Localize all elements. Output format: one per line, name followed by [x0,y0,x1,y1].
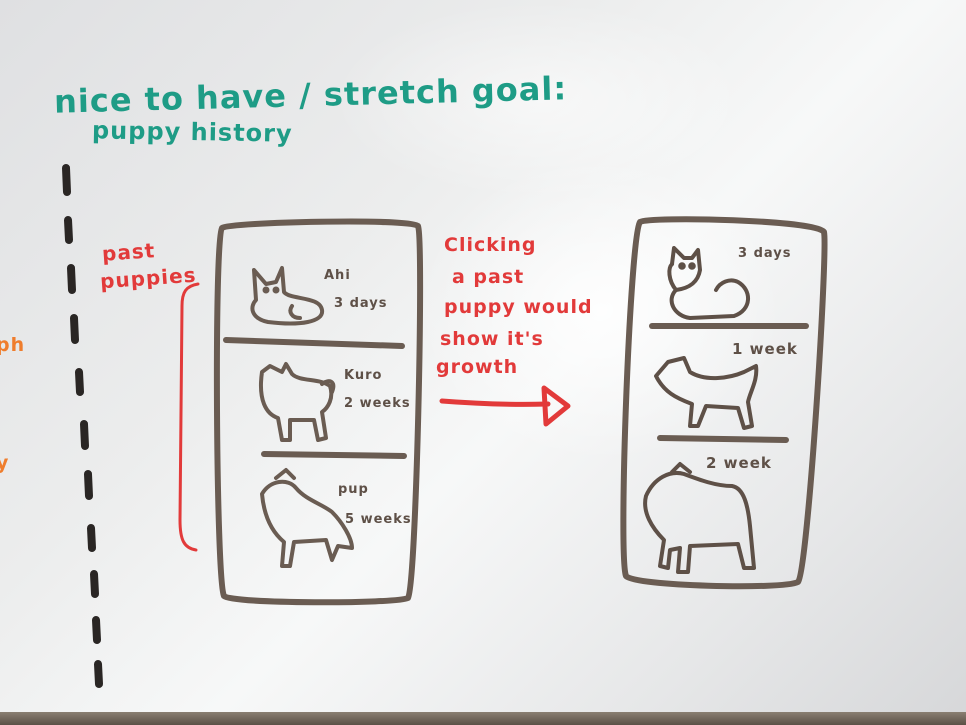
page-subtitle: puppy history [91,116,293,148]
note-line: show it's [440,328,544,350]
dog-doodle-icon [654,356,759,430]
edge-text: y [0,452,10,474]
cat-doodle-icon [250,266,325,326]
puppy-name: Kuro [344,368,383,383]
note-line: growth [436,356,519,378]
growth-age: 2 week [706,454,772,472]
puppy-name: pup [338,482,369,497]
dog-doodle-icon [260,468,354,568]
left-panel-frame [213,218,424,606]
note-line: a past [452,266,525,288]
puppy-name: Ahi [324,268,351,283]
puppy-age: 2 weeks [344,396,411,411]
cat-doodle-icon [667,246,750,320]
note-line: puppy would [444,296,593,318]
dashed-divider [62,164,103,688]
arrow-right-icon [439,385,571,427]
past-puppies-label-line1: past [101,238,157,266]
marker-tray [0,712,966,725]
dog-doodle-icon [643,462,756,574]
growth-age: 3 days [738,246,792,261]
puppy-age: 3 days [334,296,388,311]
edge-text: ph [0,334,26,356]
dog-doodle-icon [259,362,336,442]
puppy-age: 5 weeks [345,512,412,527]
growth-age: 1 week [732,340,798,358]
note-line: Clicking [444,234,537,256]
right-panel-frame [620,216,828,590]
red-bracket [178,282,200,552]
